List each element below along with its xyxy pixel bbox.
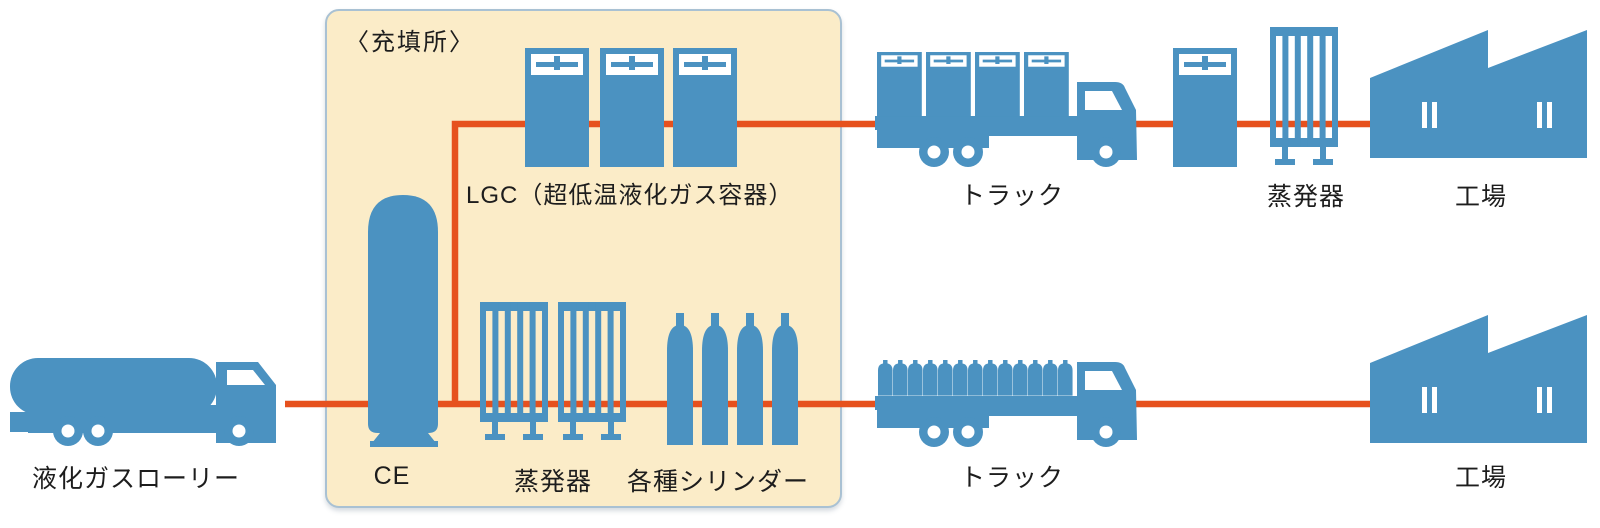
label-lgc: LGC（超低温液化ガス容器） — [466, 182, 794, 209]
label-evaporator-right: 蒸発器 — [1266, 183, 1346, 211]
label-factory-top: 工場 — [1454, 183, 1508, 211]
label-factory-bottom: 工場 — [1454, 464, 1508, 492]
factory-bottom-icon — [1370, 315, 1587, 443]
truck-top-icon — [875, 52, 1137, 167]
lgc-container-single-icon — [1173, 48, 1237, 167]
label-evaporator-station: 蒸発器 — [513, 468, 593, 496]
evaporator-right-icon — [1270, 27, 1338, 165]
label-ce: CE — [373, 462, 411, 490]
filling-station-title: 〈充填所〉 — [345, 29, 475, 56]
factory-top-icon — [1370, 30, 1587, 158]
truck-bottom-icon — [875, 360, 1137, 447]
label-truck-top: トラック — [959, 182, 1065, 210]
filling-station-panel: 〈充填所〉 — [325, 9, 842, 508]
tanker-truck-icon — [10, 358, 276, 446]
label-cylinders: 各種シリンダー — [626, 468, 810, 496]
label-tanker: 液化ガスローリー — [31, 465, 241, 493]
label-truck-bottom: トラック — [959, 464, 1065, 492]
